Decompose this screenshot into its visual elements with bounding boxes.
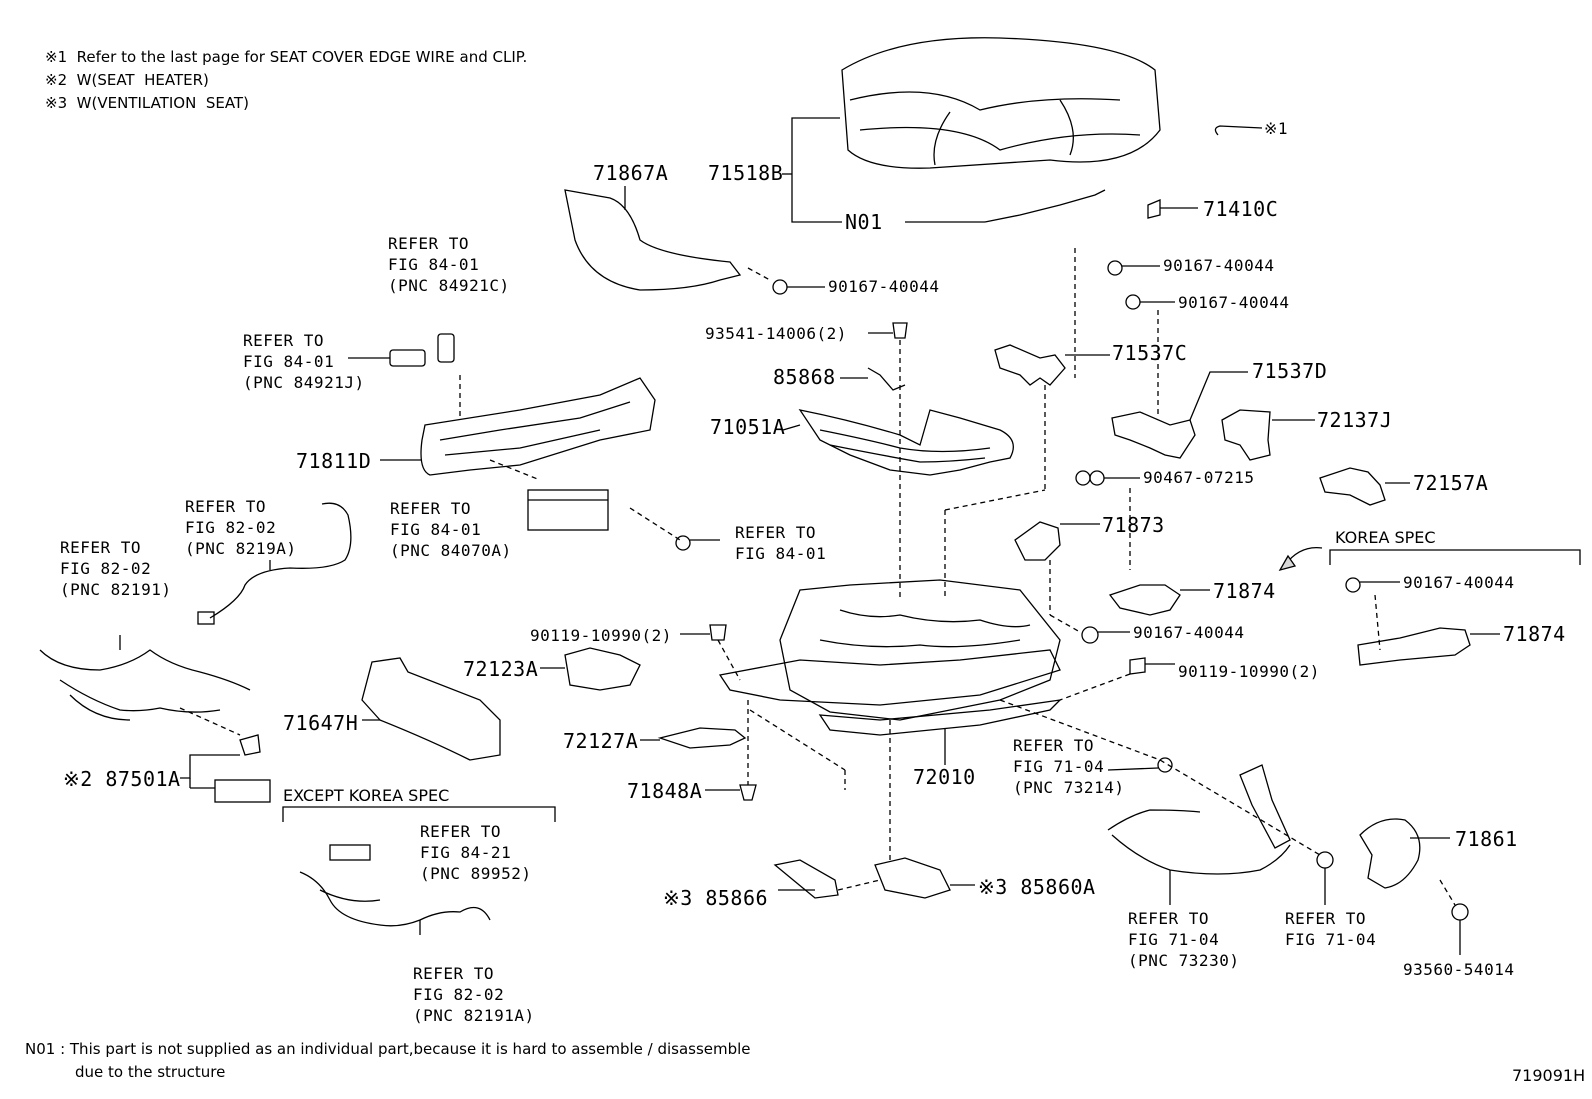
wire-harness [197,502,352,625]
part-72127a[interactable]: 72127A [563,729,639,753]
nut-icon [1316,851,1334,869]
part-72157a[interactable]: 72157A [1413,471,1489,495]
part-71537c[interactable]: 71537C [1112,341,1188,365]
refer-fig-84-01[interactable]: REFER TO FIG 84-01 [735,523,827,563]
bracket-71873 [1014,521,1100,633]
part-72123a[interactable]: 72123A [463,657,539,681]
part-71410c[interactable]: 71410C [1203,197,1279,221]
seat-frame [718,489,1321,860]
cover-72127a [640,727,747,749]
part-71848a[interactable]: 71848A [627,779,703,803]
bolt-icon [680,624,741,681]
cushion-trim [564,186,771,291]
refer-fig-82-02-8219a[interactable]: REFER TO FIG 82-02 (PNC 8219A) [185,497,297,558]
part-71811d[interactable]: 71811D [296,449,372,473]
except-korea-spec-label: EXCEPT KOREA SPEC [283,786,450,805]
part-71861[interactable]: 71861 [1455,827,1518,851]
part-n01[interactable]: N01 [845,210,883,234]
part-93541-14006[interactable]: 93541-14006(2) [705,324,847,343]
screw-icon [1451,903,1469,955]
wire-harness [39,635,251,736]
seat-heater [180,734,271,803]
part-71874[interactable]: 71874 [1213,579,1276,603]
part-85860a[interactable]: ※3 85860A [978,875,1096,899]
duct-85866 [773,859,881,899]
clip-icon [1075,470,1140,570]
part-71537d[interactable]: 71537D [1252,359,1328,383]
screw-icon [675,535,720,551]
push-clip-icon [1147,199,1198,219]
part-90119-10990[interactable]: 90119-10990(2) [530,626,672,645]
part-72010[interactable]: 72010 [913,765,976,789]
bracket-72137j [1221,409,1315,461]
wire-harness [299,844,491,935]
part-90467-07215[interactable]: 90467-07215 [1143,468,1255,487]
screw-icon [772,279,825,295]
refer-fig-71-04[interactable]: REFER TO FIG 71-04 [1285,909,1377,949]
bracket-72157a [1319,467,1410,506]
part-72137j[interactable]: 72137J [1317,408,1393,432]
part-71867a[interactable]: 71867A [593,161,669,185]
bracket-71874-korea [1357,627,1500,666]
part-71051a[interactable]: 71051A [710,415,786,439]
bracket-71537c [994,248,1110,490]
edge-wire [984,189,1106,223]
footnote-line-1: N01 : This part is not supplied as an in… [25,1040,751,1058]
part-71647h[interactable]: 71647H [283,711,359,735]
part-71518b[interactable]: 71518B [708,161,784,185]
harness-clip [840,367,906,391]
refer-fig-82-02-82191a[interactable]: REFER TO FIG 82-02 (PNC 82191A) [413,964,535,1025]
cover-71861 [1359,818,1456,906]
clip-icon [1214,125,1263,136]
refer-fig-84-01-84070a[interactable]: REFER TO FIG 84-01 (PNC 84070A) [390,499,512,560]
cover-72123a [540,647,641,691]
part-90167-40044[interactable]: 90167-40044 [1178,293,1290,312]
note-3: ※3 W(VENTILATION SEAT) [45,94,249,112]
footnote-line-2: due to the structure [75,1063,226,1081]
part-87501a[interactable]: ※2 87501A [63,767,181,791]
refer-fig-71-04-73214[interactable]: REFER TO FIG 71-04 (PNC 73214) [1013,736,1125,797]
clip-icon [705,700,757,801]
part-90167-40044[interactable]: 90167-40044 [828,277,940,296]
note-1: ※1 Refer to the last page for SEAT COVER… [45,48,528,66]
bracket-71537d [1111,371,1248,459]
screw-icon [1125,294,1175,415]
note-ref-1: ※1 [1264,119,1289,138]
seat-switch [348,333,455,367]
seat-cushion-cover [841,37,1161,169]
refer-fig-71-04-73230[interactable]: REFER TO FIG 71-04 (PNC 73230) [1128,909,1240,970]
bolt-icon [1059,657,1175,701]
part-85868[interactable]: 85868 [773,365,836,389]
part-90167-40044[interactable]: 90167-40044 [1163,256,1275,275]
korea-spec-label: KOREA SPEC [1335,528,1436,547]
bolt-icon [868,322,908,600]
screw-icon [1081,626,1130,644]
fan-85860a [874,857,975,899]
bracket-71874 [1108,584,1210,616]
belt-harness [1107,764,1291,905]
nut-icon [1157,757,1173,773]
refer-fig-84-01-84921c[interactable]: REFER TO FIG 84-01 (PNC 84921C) [388,234,510,295]
side-shield [380,375,681,541]
refer-fig-84-01-84921j[interactable]: REFER TO FIG 84-01 (PNC 84921J) [243,331,365,392]
refer-fig-82-02-82191[interactable]: REFER TO FIG 82-02 (PNC 82191) [60,538,172,599]
note-2: ※2 W(SEAT HEATER) [45,71,209,89]
part-85866[interactable]: ※3 85866 [663,886,769,910]
part-71874[interactable]: 71874 [1503,622,1566,646]
seat-spring [782,409,1014,476]
seat-ecu [527,489,609,531]
screw-icon [1107,260,1160,276]
part-90167-40044[interactable]: 90167-40044 [1133,623,1245,642]
part-90119-10990[interactable]: 90119-10990(2) [1178,662,1320,681]
cushion-pad [361,657,501,761]
part-71873[interactable]: 71873 [1102,513,1165,537]
refer-fig-84-21-89952[interactable]: REFER TO FIG 84-21 (PNC 89952) [420,822,532,883]
part-93560-54014[interactable]: 93560-54014 [1403,960,1515,979]
part-90167-40044[interactable]: 90167-40044 [1403,573,1515,592]
diagram-id: 719091H [1512,1066,1586,1085]
